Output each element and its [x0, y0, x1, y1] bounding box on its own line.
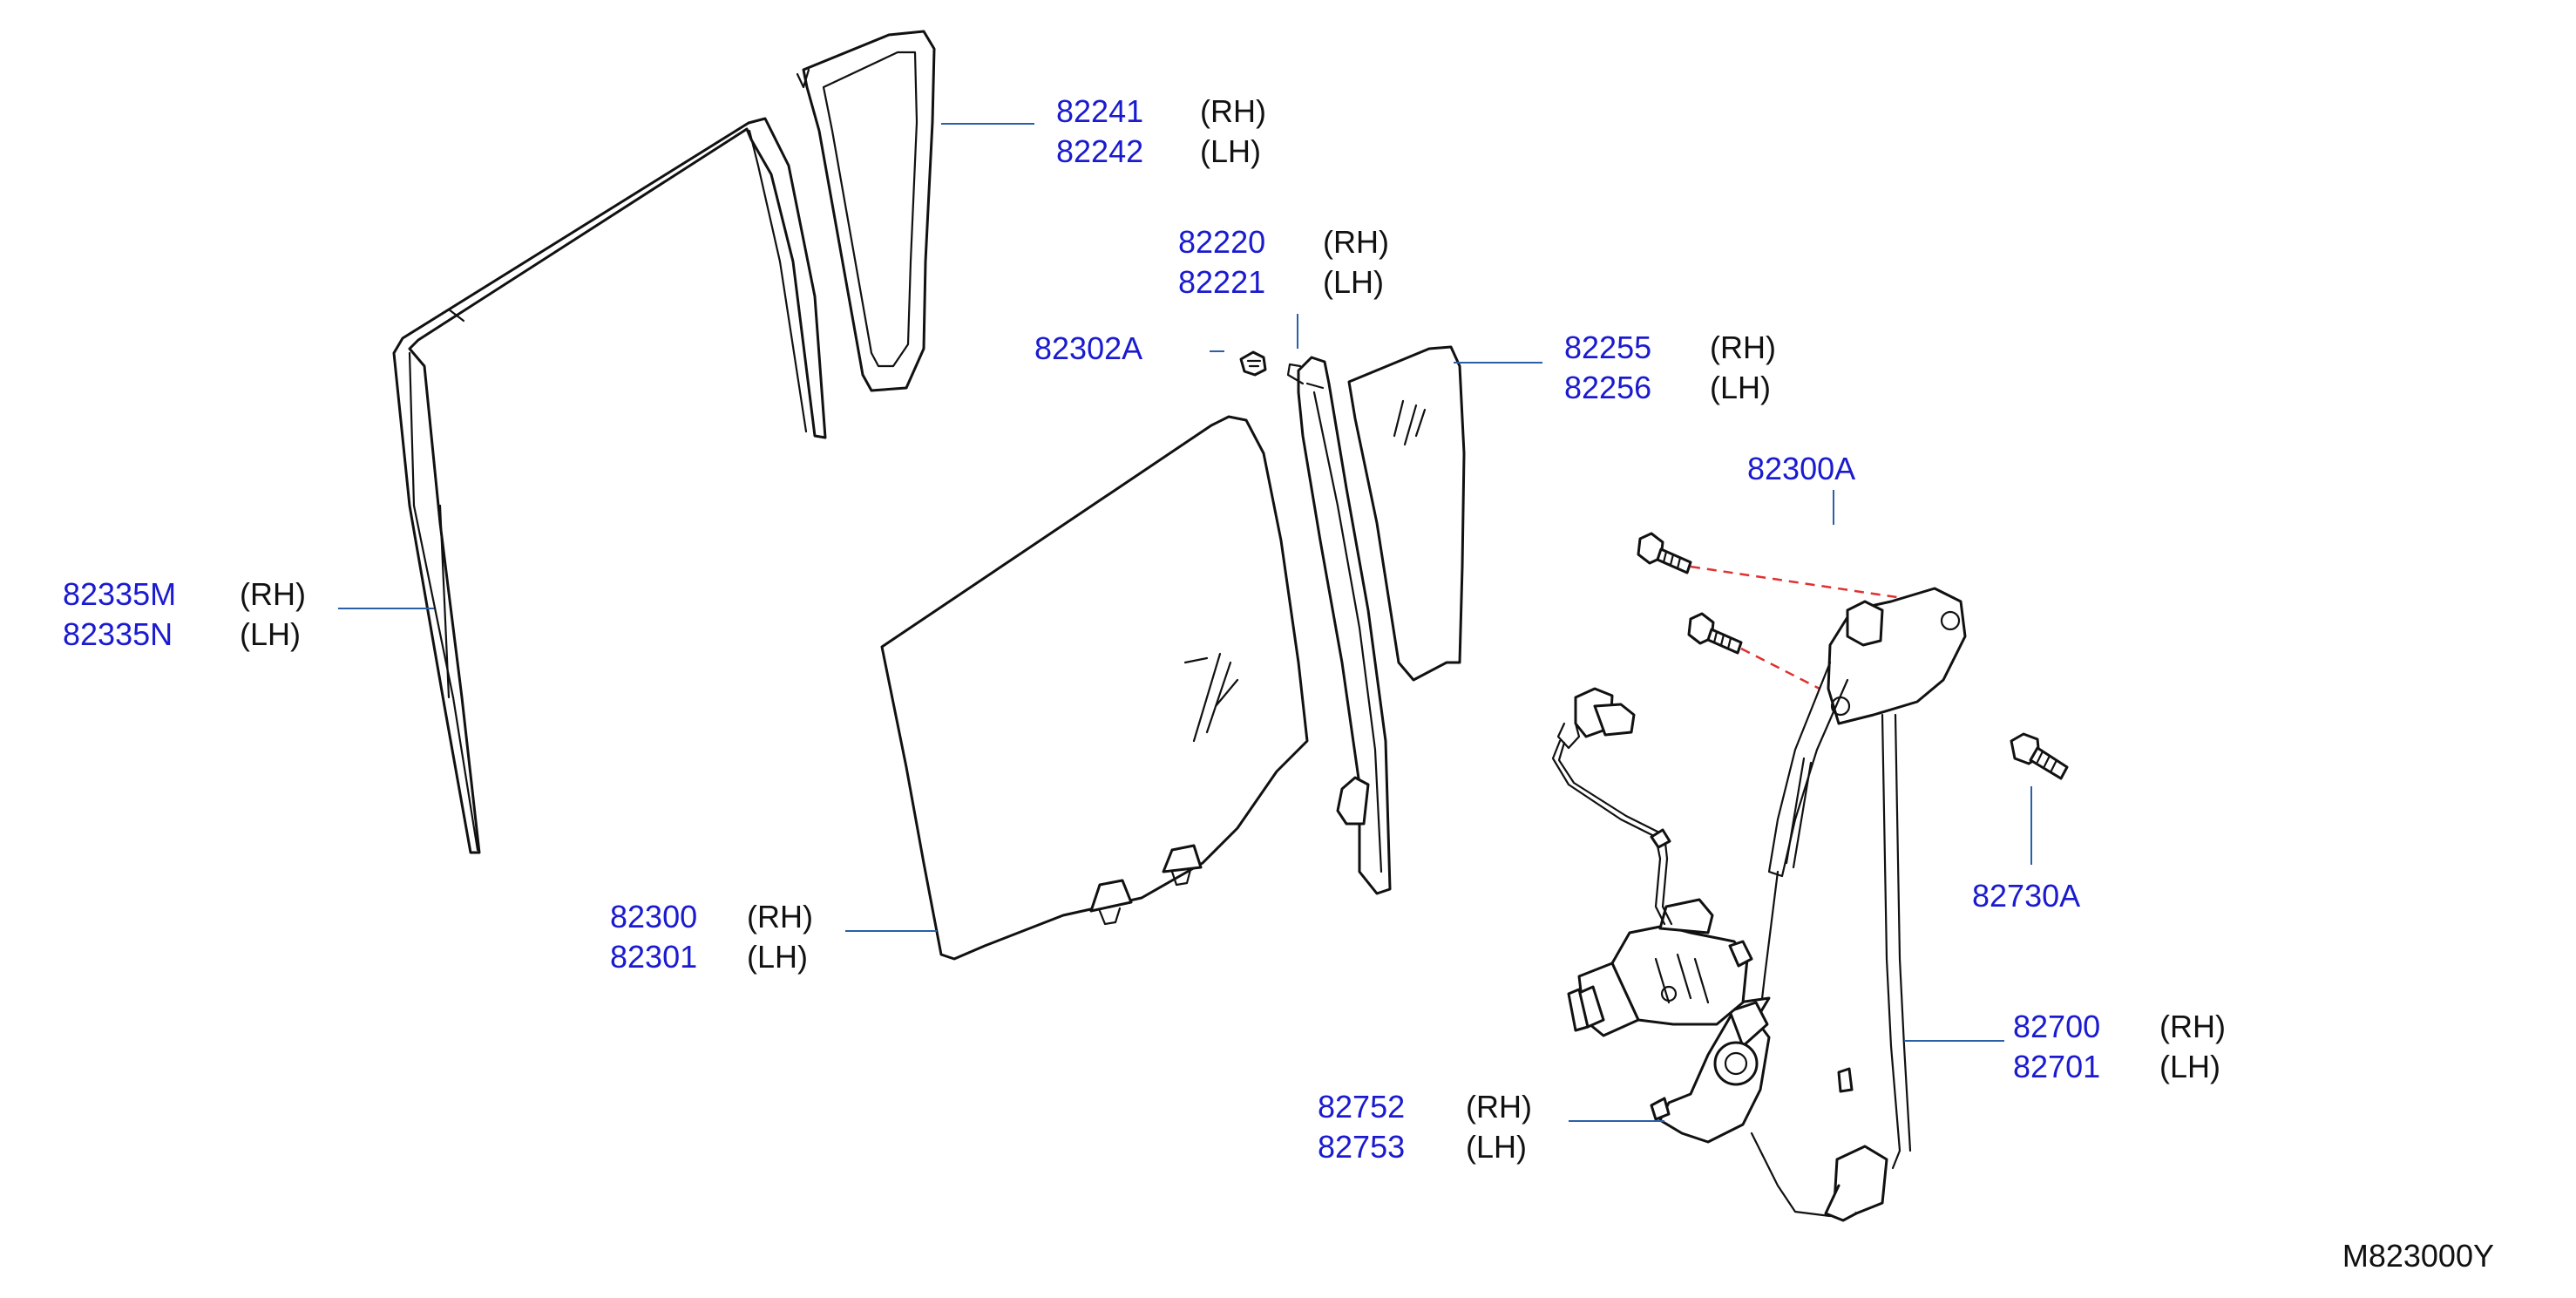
part-number-lh[interactable]: 82753 — [1318, 1129, 1405, 1165]
part-number[interactable]: 82300A — [1747, 451, 1855, 486]
part-number-rh[interactable]: 82335M — [63, 576, 176, 612]
side-label-rh: (RH) — [240, 576, 306, 612]
part-number-rh[interactable]: 82700 — [2013, 1009, 2100, 1044]
part-number-lh[interactable]: 82701 — [2013, 1049, 2100, 1084]
wiring-harness-drawing[interactable] — [1551, 687, 1673, 926]
callout-82730A[interactable]: 82730A — [1972, 878, 2080, 914]
part-number-lh[interactable]: 82301 — [610, 939, 697, 975]
side-label-lh: (LH) — [1323, 264, 1384, 300]
callout-82255[interactable]: 82255 (RH) 82256 (LH) — [1564, 330, 1776, 405]
part-number-lh[interactable]: 82242 — [1056, 133, 1143, 169]
regulator-motor-drawing[interactable] — [1567, 898, 1771, 1144]
sash-channel-drawing[interactable] — [796, 30, 936, 392]
dashed-guide-second — [1740, 647, 1820, 690]
side-label-rh: (RH) — [1323, 224, 1389, 260]
callout-82335[interactable]: 82335M (RH) 82335N (LH) — [63, 576, 306, 652]
callout-82241[interactable]: 82241 (RH) 82242 (LH) — [1056, 93, 1266, 169]
part-number-rh[interactable]: 82220 — [1178, 224, 1265, 260]
part-number-lh[interactable]: 82256 — [1564, 370, 1651, 405]
side-label-rh: (RH) — [1466, 1089, 1532, 1125]
partition-glass-drawing[interactable] — [1347, 345, 1466, 682]
part-number-lh[interactable]: 82221 — [1178, 264, 1265, 300]
door-glass-drawing[interactable] — [880, 415, 1309, 961]
side-label-rh: (RH) — [1200, 93, 1266, 129]
callout-82220[interactable]: 82220 (RH) 82221 (LH) — [1178, 224, 1389, 300]
side-label-rh: (RH) — [2159, 1009, 2226, 1044]
glass-run-channel-drawing[interactable] — [392, 117, 827, 854]
window-regulator-drawing[interactable] — [1750, 587, 1967, 1222]
diagram-id: M823000Y — [2342, 1238, 2494, 1274]
part-number-rh[interactable]: 82241 — [1056, 93, 1143, 129]
side-label-lh: (LH) — [1466, 1129, 1527, 1165]
side-label-rh: (RH) — [1710, 330, 1776, 365]
side-label-lh: (LH) — [240, 616, 301, 652]
dashed-guide — [1690, 565, 1927, 603]
clip-82302A-drawing[interactable] — [1239, 350, 1267, 377]
callout-82300[interactable]: 82300 (RH) 82301 (LH) — [610, 899, 813, 975]
callout-82302A[interactable]: 82302A — [1034, 330, 1142, 366]
part-number-lh[interactable]: 82335N — [63, 616, 173, 652]
side-label-lh: (LH) — [747, 939, 808, 975]
bolt-82730A-drawing[interactable] — [2010, 732, 2069, 780]
part-number[interactable]: 82302A — [1034, 330, 1142, 366]
center-sash-drawing[interactable] — [1286, 356, 1392, 895]
part-number-rh[interactable]: 82300 — [610, 899, 697, 934]
bolt-82300A-second-drawing[interactable] — [1687, 612, 1743, 655]
callout-82700[interactable]: 82700 (RH) 82701 (LH) — [2013, 1009, 2226, 1084]
side-label-rh: (RH) — [747, 899, 813, 934]
callout-82752[interactable]: 82752 (RH) 82753 (LH) — [1318, 1089, 1532, 1165]
side-label-lh: (LH) — [1710, 370, 1771, 405]
part-number-rh[interactable]: 82752 — [1318, 1089, 1405, 1125]
part-number[interactable]: 82730A — [1972, 878, 2080, 914]
bolt-82300A-drawing[interactable] — [1637, 532, 1692, 574]
side-label-lh: (LH) — [2159, 1049, 2220, 1084]
part-number-rh[interactable]: 82255 — [1564, 330, 1651, 365]
callout-82300A[interactable]: 82300A — [1747, 451, 1855, 486]
side-label-lh: (LH) — [1200, 133, 1261, 169]
